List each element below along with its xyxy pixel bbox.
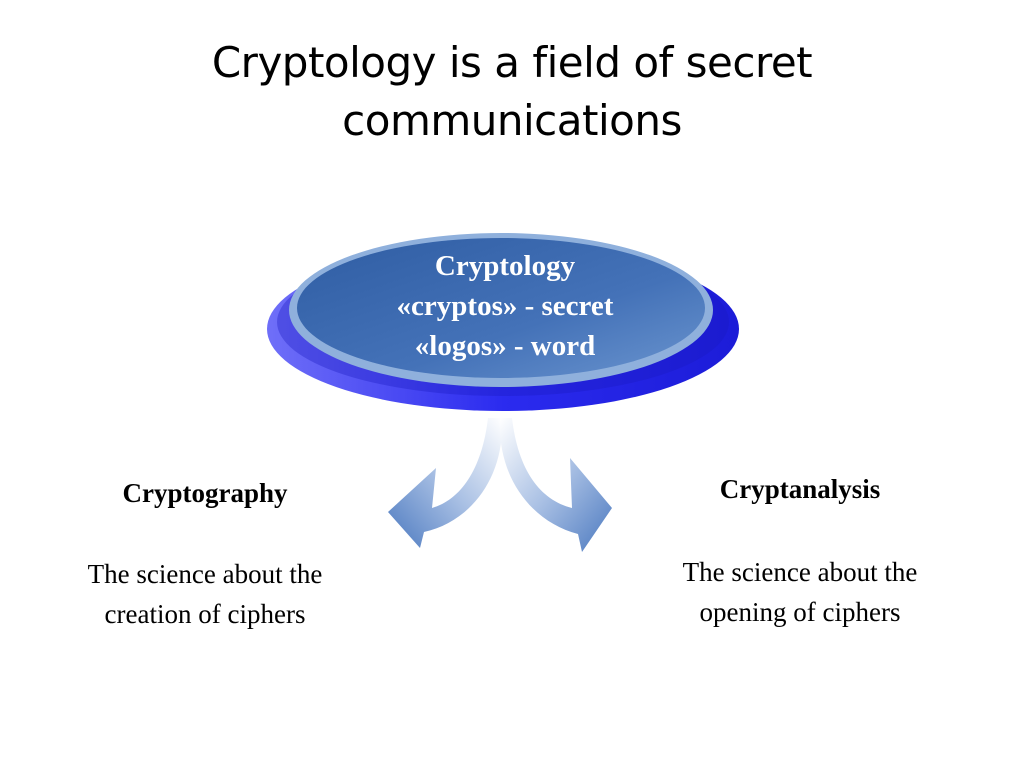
cryptography-description: The science about the creation of cipher…: [40, 554, 370, 634]
cryptography-branch: Cryptography The science about the creat…: [40, 476, 370, 634]
page-title: Cryptology is a field of secret communic…: [0, 34, 1024, 150]
cryptanalysis-branch: Cryptanalysis The science about the open…: [630, 472, 970, 632]
inner-oval: [297, 238, 705, 378]
center-label: Cryptology «cryptos» - secret «logos» - …: [360, 246, 650, 366]
cryptanalysis-description: The science about the opening of ciphers: [630, 552, 970, 632]
center-etymology-2: «logos» - word: [414, 330, 596, 362]
cryptography-heading: Cryptography: [122, 478, 288, 508]
cryptanalysis-heading: Cryptanalysis: [719, 474, 881, 504]
title-line-1: Cryptology is a field of secret: [211, 38, 813, 87]
center-etymology-1: «cryptos» - secret: [396, 290, 614, 322]
cryptography-desc-line-2: creation of ciphers: [104, 599, 306, 629]
cryptanalysis-desc-line-1: The science about the: [682, 557, 918, 587]
title-line-2: communications: [342, 96, 682, 145]
left-arrow: [388, 418, 503, 548]
center-title: Cryptology: [434, 250, 576, 282]
right-arrow: [499, 418, 612, 552]
cryptanalysis-desc-line-2: opening of ciphers: [699, 597, 901, 627]
cryptography-desc-line-1: The science about the: [87, 559, 323, 589]
